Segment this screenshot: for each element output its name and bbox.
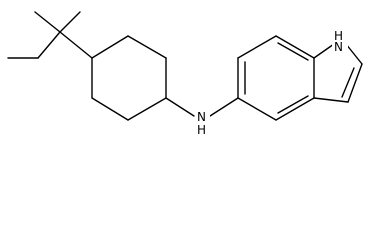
benzene-bond-c5-c4 [237,97,277,121]
pyrrole-double-bond-inner [341,67,355,98]
bond-methyl-upper-right [59,11,81,33]
tert-pentyl-group [7,11,93,59]
ring-bond-5 [91,97,129,121]
ring-bond-2 [127,35,167,59]
pyrrole-ring [313,43,363,103]
ring-bond-1 [91,35,129,59]
indole-benzene-ring [237,35,315,121]
amine-linker [165,97,239,117]
bond-amine-to-indole [209,97,239,117]
amine-hydrogen-text: H [197,123,206,137]
amine-nitrogen-text: N [197,110,206,124]
bond-quaternary-to-ethyl [37,31,61,59]
benzene-bond-c4-c3a [275,97,315,121]
bond-ring-to-amine [165,97,195,117]
benzene-bond-c7a-c7 [275,35,315,59]
benzene-double-bond-inner-3 [277,42,309,61]
indole-hydrogen-text: H [334,29,343,43]
pyrrole-bond-c2-c3 [347,63,363,103]
molecule-canvas: N H H N [7,11,363,137]
cyclohexane-ring [91,35,167,121]
indole-nh-label: H N [332,28,348,54]
benzene-double-bond-inner-2 [277,95,309,114]
indole-nitrogen-text: N [334,40,343,54]
pyrrole-bond-c7a-n1 [313,43,335,59]
pyrrole-bond-n1-c2 [345,43,363,65]
molecule-drawing: N H H N [7,11,363,137]
benzene-bond-c7-c6 [237,35,277,59]
bond-quaternary-to-ring [59,31,93,59]
amine-nh-label: N H [195,106,210,137]
ring-bond-4 [127,97,167,121]
bond-methyl-upper-left [34,11,61,33]
pyrrole-bond-c3-c3a [313,97,349,103]
